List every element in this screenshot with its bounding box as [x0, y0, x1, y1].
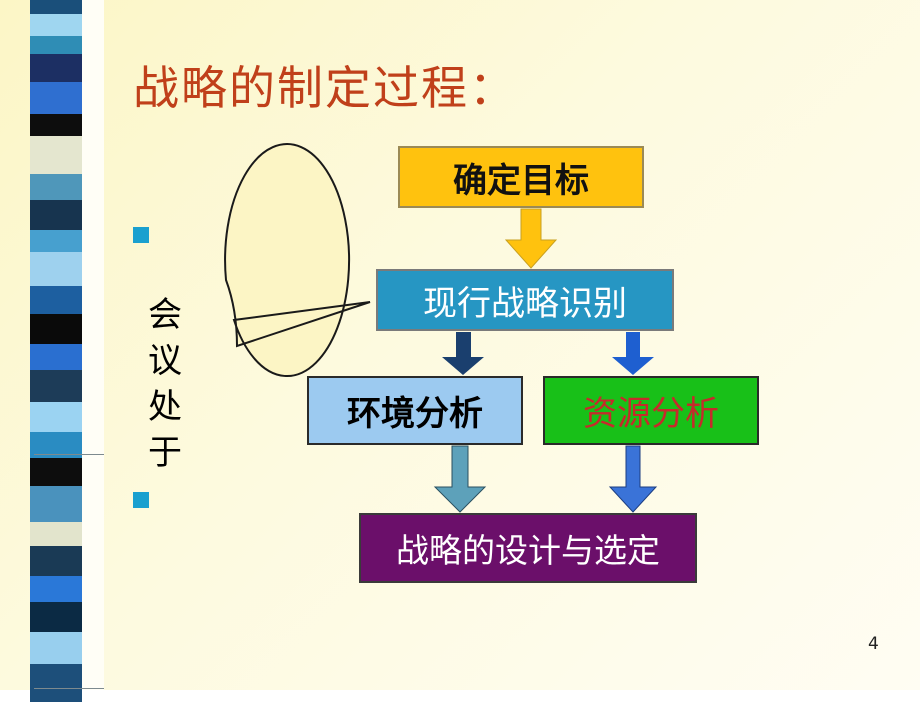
arrow-environment-to-design	[433, 445, 487, 513]
goal-label: 确定目标	[453, 160, 589, 201]
callout-text: 会 议 处 于	[143, 292, 187, 476]
divider-line	[34, 454, 104, 455]
resource-analysis-box: 资源分析	[543, 376, 759, 445]
page-number: 4	[868, 634, 879, 654]
environment-analysis-box: 环境分析	[307, 376, 523, 445]
goal-box: 确定目标	[398, 146, 644, 208]
arrow-current-to-environment	[442, 332, 484, 375]
callout-char: 会	[148, 295, 182, 335]
current-strategy-box: 现行战略识别	[376, 269, 674, 331]
strip-edge	[82, 0, 104, 690]
arrow-goal-to-current	[504, 208, 558, 269]
callout-char: 于	[148, 433, 182, 473]
strategy-design-box: 战略的设计与选定	[359, 513, 697, 583]
current-strategy-label: 现行战略识别	[423, 283, 627, 324]
resource-analysis-label: 资源分析	[583, 394, 719, 434]
slide-title: 战略的制定过程：	[133, 61, 517, 115]
bullet-square	[133, 492, 149, 508]
divider-line	[34, 688, 104, 689]
callout-char: 议	[148, 341, 182, 381]
arrow-current-to-resources	[612, 332, 654, 375]
callout-char: 处	[148, 387, 182, 427]
bullet-square	[133, 227, 149, 243]
strategy-design-label: 战略的设计与选定	[396, 531, 660, 570]
environment-analysis-label: 环境分析	[347, 394, 483, 434]
arrow-resources-to-design	[608, 445, 658, 513]
decorative-strip	[30, 0, 82, 702]
